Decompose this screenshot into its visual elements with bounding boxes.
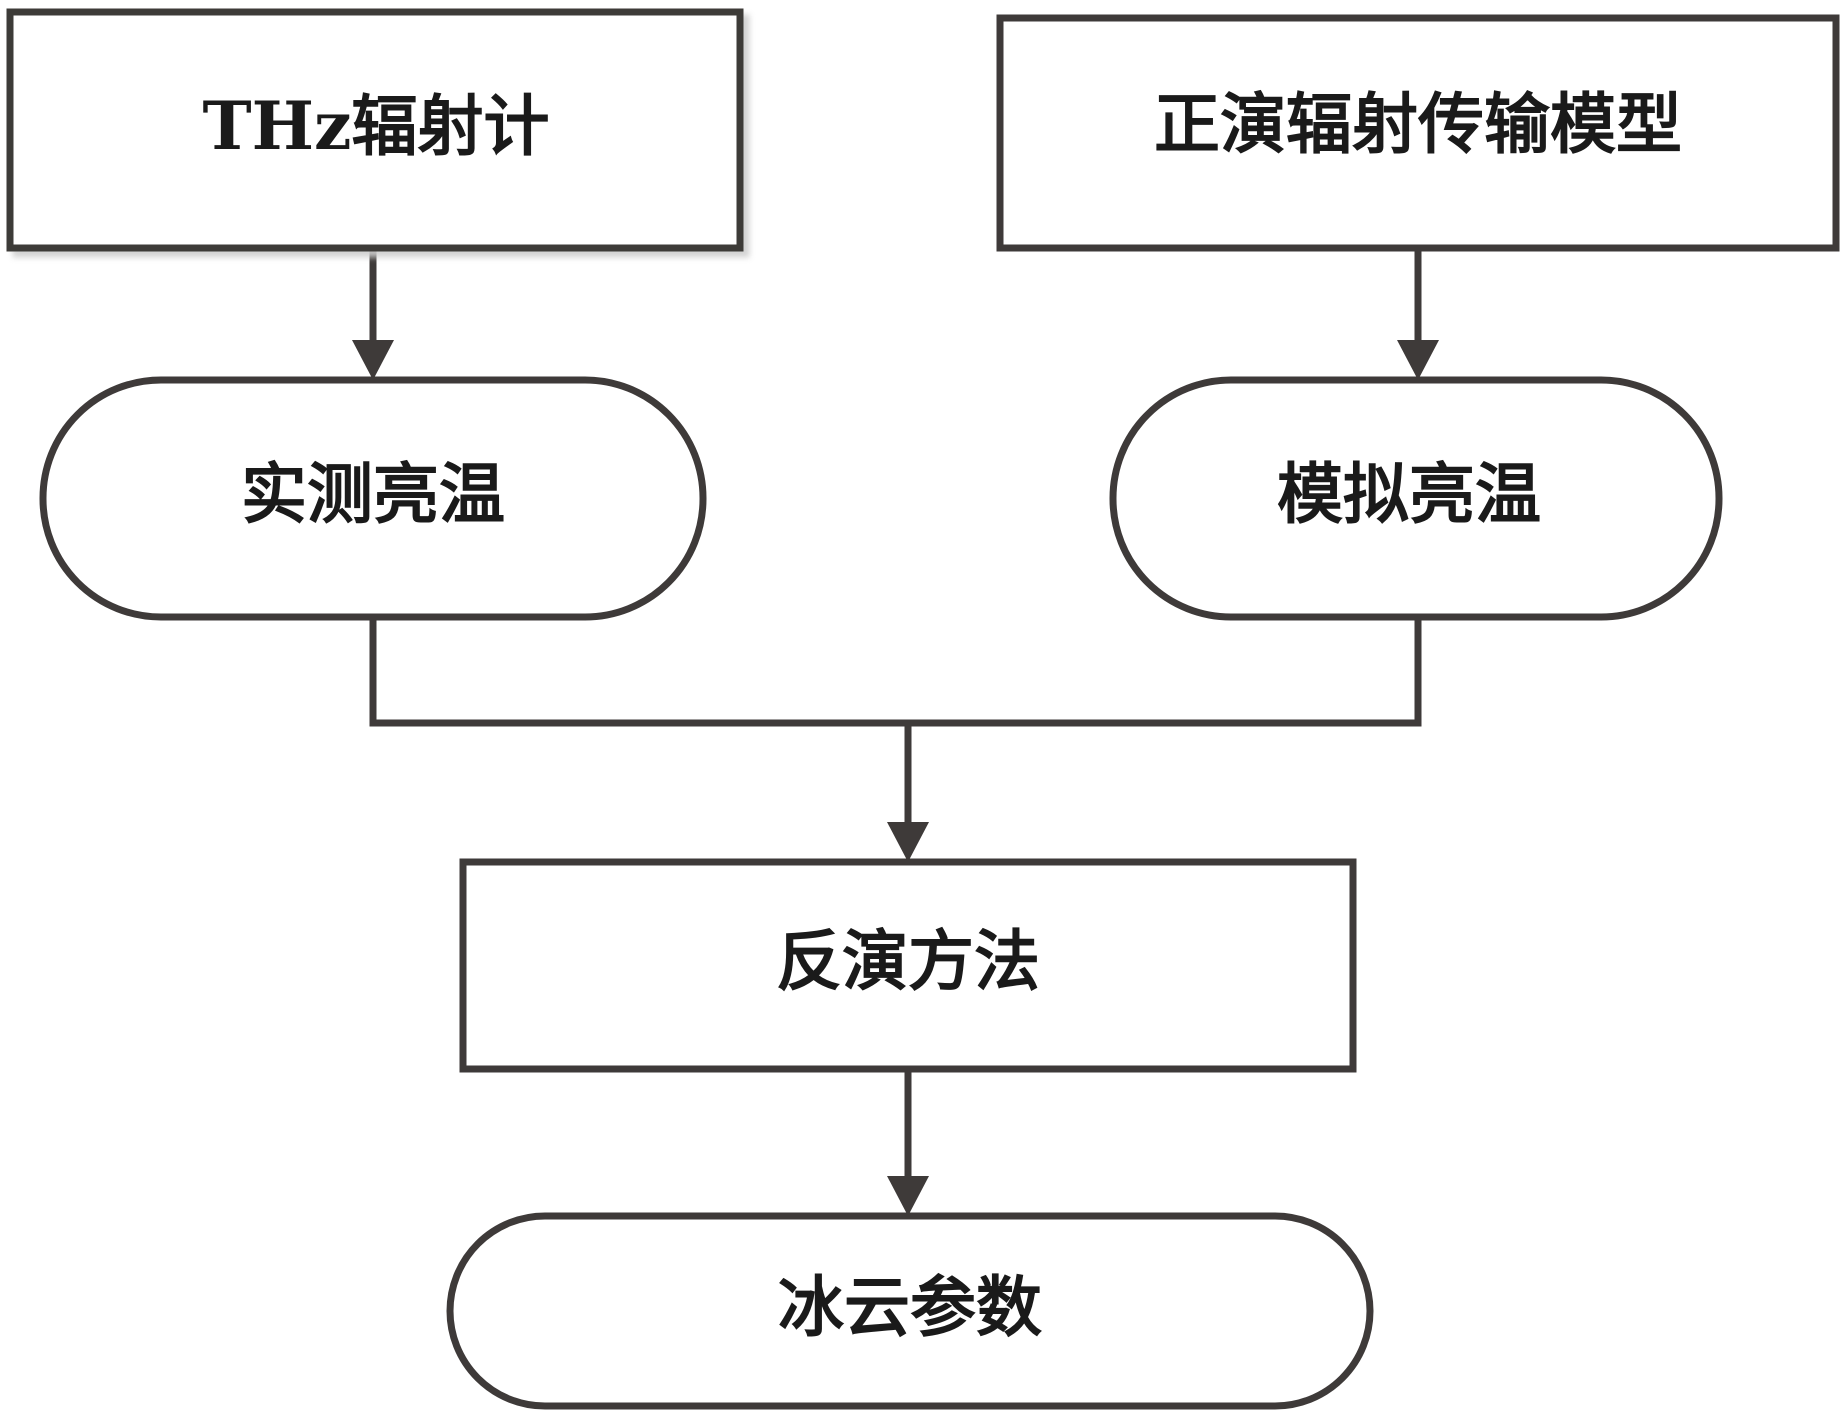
- arrowhead-measured: [352, 340, 394, 380]
- node-simulated-bt-label: 模拟亮温: [1277, 455, 1541, 533]
- node-thz-radiometer: THz辐射计: [6, 8, 744, 252]
- node-forward-model-label: 正演辐射传输模型: [1154, 85, 1682, 163]
- node-ice-cloud-params-label: 冰云参数: [778, 1268, 1042, 1346]
- edge-merge-connector: [369, 613, 1422, 727]
- arrowhead-simulated: [1397, 340, 1439, 380]
- node-retrieval-method-label: 反演方法: [776, 922, 1040, 1000]
- node-measured-bt-label: 实测亮温: [241, 455, 505, 533]
- node-measured-bt: 实测亮温: [39, 376, 707, 621]
- node-simulated-bt: 模拟亮温: [1109, 376, 1723, 621]
- arrowhead-params: [887, 1176, 929, 1216]
- node-ice-cloud-params: 冰云参数: [446, 1212, 1374, 1410]
- node-thz-radiometer-label: THz辐射计: [203, 87, 550, 165]
- node-retrieval-method: 反演方法: [459, 858, 1357, 1073]
- arrowhead-retrieval: [887, 822, 929, 862]
- node-forward-model: 正演辐射传输模型: [996, 14, 1840, 252]
